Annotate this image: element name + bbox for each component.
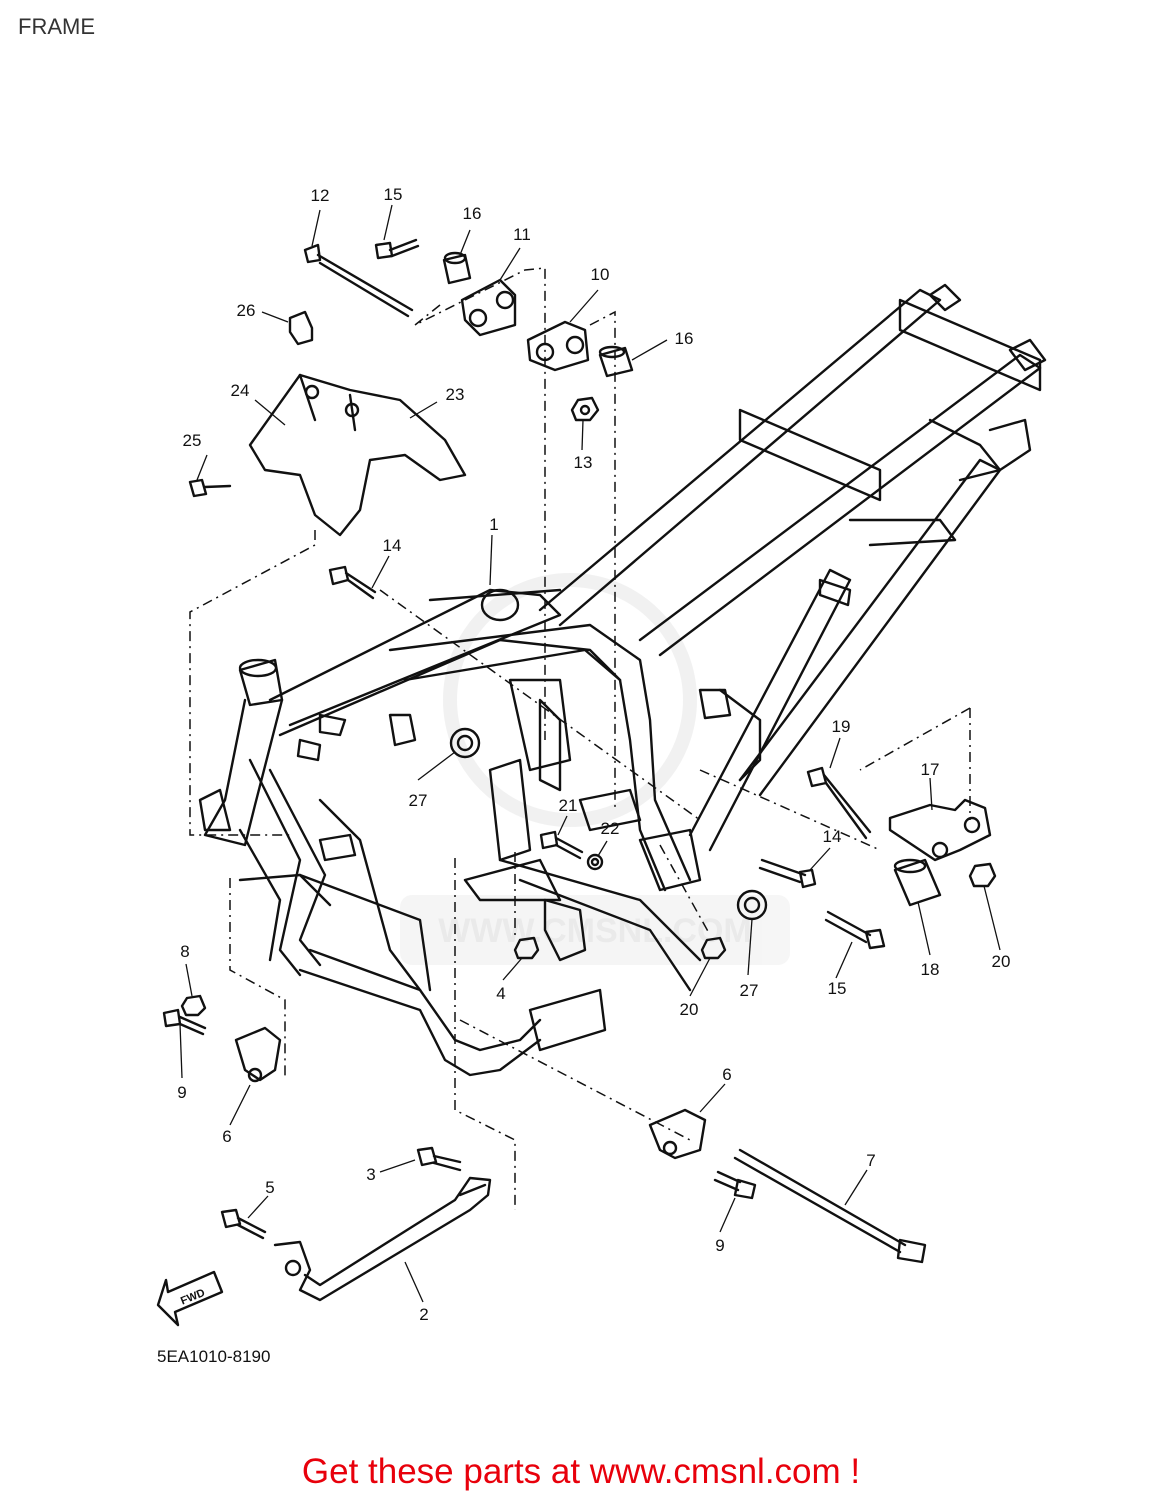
callout-3: 3 — [366, 1165, 375, 1184]
callout-5: 5 — [265, 1178, 274, 1197]
callout-8: 8 — [180, 942, 189, 961]
bolt-3 — [416, 1146, 462, 1172]
callout-1: 1 — [489, 515, 498, 534]
callout-24: 24 — [231, 381, 250, 400]
callout-27: 27 — [740, 981, 759, 1000]
promo-link[interactable]: Get these parts at www.cmsnl.com ! — [301, 1452, 861, 1491]
bracket-10 — [526, 320, 590, 372]
washer-22 — [586, 853, 604, 871]
callout-16: 16 — [463, 204, 482, 223]
nut-20-center — [700, 936, 727, 960]
bolt-14-left — [328, 565, 377, 600]
callout-16: 16 — [675, 329, 694, 348]
callout-15: 15 — [828, 979, 847, 998]
callout-15: 15 — [384, 185, 403, 204]
nut-13 — [570, 396, 600, 422]
page-title: FRAME — [18, 14, 95, 39]
callout-9: 9 — [177, 1083, 186, 1102]
rubber-26 — [288, 310, 314, 346]
callout-14: 14 — [383, 536, 402, 555]
bolt-19 — [806, 766, 872, 840]
bolt-5 — [220, 1208, 267, 1240]
callout-25: 25 — [183, 431, 202, 450]
bolt-15-top — [374, 238, 420, 260]
watermark-text: WWW.CMSNL.COM — [438, 912, 752, 950]
bolt-12 — [303, 243, 414, 318]
fwd-arrow-icon — [156, 1270, 224, 1327]
bracket-6-right — [648, 1108, 707, 1160]
callout-27: 27 — [409, 791, 428, 810]
callout-20: 20 — [680, 1000, 699, 1019]
bolt-15-right — [824, 910, 886, 950]
bracket-6-left — [234, 1026, 282, 1083]
diagram-part-code: 5EA1010-8190 — [157, 1347, 271, 1366]
callout-12: 12 — [311, 186, 330, 205]
callout-18: 18 — [921, 960, 940, 979]
damper-27-left — [449, 727, 481, 759]
callout-26: 26 — [237, 301, 256, 320]
callout-7: 7 — [866, 1151, 875, 1170]
callout-10: 10 — [591, 265, 610, 284]
leader-lines — [179, 204, 1001, 1303]
callout-19: 19 — [832, 717, 851, 736]
callout-6: 6 — [722, 1065, 731, 1084]
bolt-7 — [733, 1148, 927, 1264]
nut-20-right — [968, 862, 997, 888]
callout-2: 2 — [419, 1305, 428, 1324]
bolt-21 — [539, 830, 584, 860]
callout-9: 9 — [715, 1236, 724, 1255]
callout-13: 13 — [574, 453, 593, 472]
callout-11: 11 — [513, 225, 531, 244]
callout-6: 6 — [222, 1127, 231, 1146]
nut-8 — [180, 994, 207, 1017]
bracket-17 — [888, 798, 992, 862]
callout-20: 20 — [992, 952, 1011, 971]
downtube-2 — [273, 1176, 492, 1302]
bolt-14-right — [758, 858, 817, 889]
callout-23: 23 — [446, 385, 465, 404]
bolt-9-right — [713, 1170, 757, 1200]
nut-4 — [513, 936, 540, 960]
cover-24-23 — [248, 373, 467, 537]
main-frame — [198, 283, 1047, 1077]
collar-16-right — [598, 345, 634, 378]
screw-25 — [188, 478, 232, 498]
collar-16-top — [442, 251, 472, 285]
assembly-lines — [189, 267, 971, 1210]
collar-18 — [893, 858, 942, 907]
callout-14: 14 — [823, 827, 842, 846]
callout-17: 17 — [921, 760, 940, 779]
callout-4: 4 — [496, 984, 505, 1003]
callout-21: 21 — [559, 796, 578, 815]
callout-22: 22 — [601, 819, 620, 838]
watermark: WWW.CMSNL.COM — [400, 573, 790, 965]
callout-labels: 12 15 16 11 10 16 26 24 23 25 13 1 14 27… — [177, 185, 1010, 1324]
